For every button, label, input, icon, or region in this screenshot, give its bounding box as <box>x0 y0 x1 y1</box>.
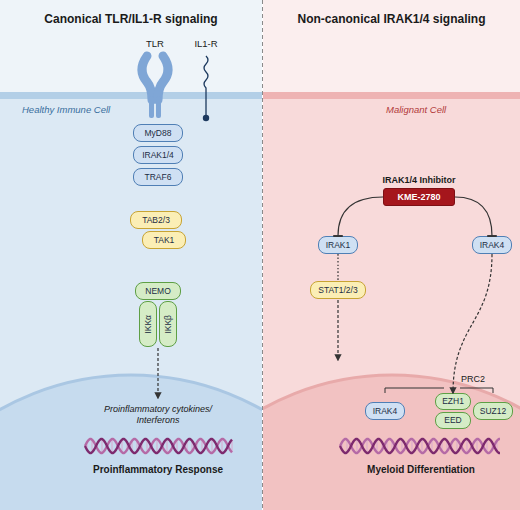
panel-divider <box>262 0 263 510</box>
signal-arrow <box>337 300 338 360</box>
tlr-receptor <box>142 56 168 118</box>
inhibition-connector <box>338 197 383 236</box>
panel-title: Non-canonical IRAK1/4 signaling <box>263 12 520 26</box>
protein-box: IRAK1 <box>318 236 358 254</box>
node-text: IRAK1 <box>326 241 351 250</box>
node-text: TAK1 <box>154 236 175 245</box>
receptor-label: TLR <box>135 38 175 49</box>
node-text: MyD88 <box>145 129 172 138</box>
protein-box: EZH1 <box>435 393 471 410</box>
panel: Non-canonical IRAK1/4 signalingIRAK1/4 I… <box>263 0 520 510</box>
node-text: IKKα <box>144 315 153 334</box>
dna-helix <box>85 439 232 453</box>
left-cell <box>0 0 262 510</box>
node-text: TRAF6 <box>145 173 172 182</box>
node-text: IRAK4 <box>373 407 398 416</box>
inhibition-connector <box>455 197 492 236</box>
protein-box: SUZ12 <box>473 402 513 420</box>
prc2-bracket <box>385 388 493 393</box>
panel-title: Canonical TLR/IL1-R signaling <box>0 12 262 26</box>
inhibitor-box: IRAK1/4 InhibitorKME-2780 <box>383 188 455 206</box>
complex-label: PRC2 <box>461 374 501 385</box>
right-cell <box>263 0 520 510</box>
node-text: EED <box>444 416 461 425</box>
protein-box: IRAK4 <box>365 402 405 420</box>
protein-box: IKKβ <box>159 301 177 347</box>
node-text: SUZ12 <box>480 407 506 416</box>
protein-box: TRAF6 <box>133 168 183 186</box>
node-text: KME-2780 <box>397 192 440 202</box>
outcome-label: Myeloid Differentiation <box>336 464 506 476</box>
dna-helix <box>340 439 500 453</box>
protein-box: NEMO <box>135 282 181 300</box>
node-text: NEMO <box>145 287 171 296</box>
node-text: IRAK1/4 <box>142 151 174 160</box>
receptor-label: IL1-R <box>186 38 226 49</box>
protein-box: MyD88 <box>133 124 183 142</box>
protein-box: TAB2/3 <box>130 211 182 229</box>
protein-box: TAK1 <box>142 231 186 249</box>
protein-box: IRAK4 <box>472 236 512 254</box>
panel: Canonical TLR/IL1-R signalingMyD88IRAK1/… <box>0 0 262 510</box>
cell-label: Malignant Cell <box>386 104 496 115</box>
signal-arrow <box>157 348 158 398</box>
outcome-label: Proinflammatory Response <box>78 464 238 476</box>
node-text: TAB2/3 <box>142 216 170 225</box>
node-heading: IRAK1/4 Inhibitor <box>354 175 484 185</box>
protein-box: IKKα <box>139 301 157 347</box>
protein-box: STAT1/2/3 <box>310 281 366 299</box>
protein-box: EED <box>435 412 471 429</box>
il1r-receptor <box>203 56 209 121</box>
output-label: Proinflammatory cytokines/ Interferons <box>98 404 218 426</box>
signal-connector <box>337 254 338 281</box>
signal-connector <box>453 254 492 393</box>
cell-label: Healthy Immune Cell <box>22 104 132 115</box>
node-text: IKKβ <box>164 315 173 334</box>
node-text: EZH1 <box>442 397 464 406</box>
protein-box: IRAK1/4 <box>133 146 183 164</box>
node-text: IRAK4 <box>480 241 505 250</box>
node-text: STAT1/2/3 <box>318 286 357 295</box>
